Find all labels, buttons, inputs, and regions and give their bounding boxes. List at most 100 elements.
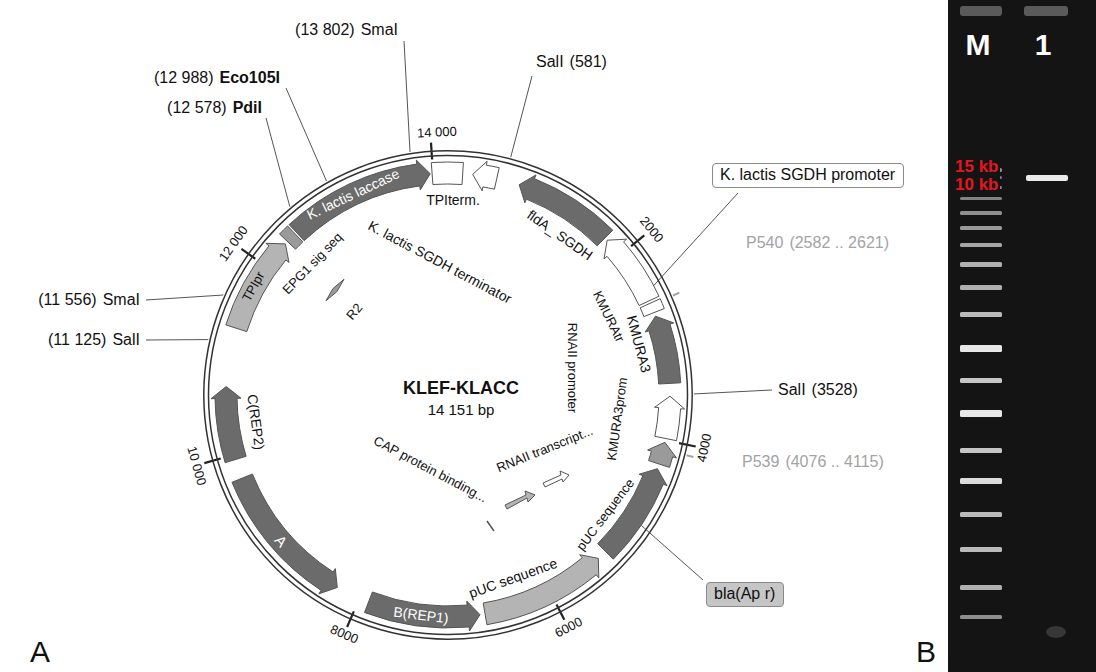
label-slot: 6000 (552, 614, 585, 641)
feature-label: RNAII transcript... (495, 424, 596, 476)
label-slot: B (916, 635, 936, 670)
feature-label: K. lactis SGDH terminator (365, 217, 514, 306)
label-slot: K. lactis SGDH terminator (365, 217, 514, 306)
site-label: (3528) (812, 381, 858, 399)
feature-label: K. lactis laccase (304, 166, 402, 223)
site-label: PdiI (233, 99, 262, 117)
label-slot: pUC sequence (467, 554, 560, 600)
label-row: (11 125) SalI (48, 331, 140, 349)
site-label: SalI (778, 381, 806, 399)
ladder-band (960, 312, 1002, 317)
callout-text: bla(Ap r) (714, 585, 775, 603)
ladder-band (960, 478, 1002, 484)
ladder-band (960, 410, 1002, 417)
label-row: (12 988)Eco105I (154, 69, 280, 87)
label-row: (12 578) PdiI (167, 99, 262, 117)
label-row: SalI (3528) (778, 381, 858, 399)
scale-number: 10 000 (183, 444, 208, 486)
callout-box: bla(Ap r) (706, 582, 784, 607)
binding-site-glyph (487, 521, 494, 531)
feature-label: RNAII promoter (565, 323, 580, 413)
feature-label: pUC sequence (467, 554, 560, 600)
label-slot: EPG1 sig seq (280, 231, 346, 299)
text-slot: KLEF-KLACC (403, 378, 519, 399)
gel-well (1024, 6, 1068, 16)
feature-label: C(REP2) (244, 393, 268, 451)
feature-label: CAP protein binding... (371, 434, 489, 506)
label-slot: fldA_ SGDH (524, 207, 596, 264)
ladder-band (960, 512, 1002, 517)
label-row: SalI(581) (536, 53, 607, 71)
panel-letter: A (30, 635, 50, 670)
feature-arrow (655, 396, 685, 441)
primer-label: P540 (746, 234, 783, 252)
leader-line (146, 295, 223, 300)
feature-arrow (604, 239, 659, 305)
leader-line (694, 390, 772, 394)
site-label: Eco105I (220, 69, 280, 87)
leader-line (286, 88, 327, 181)
label-slot: CAP protein binding... (371, 434, 489, 506)
label-slot: RNAII transcript... (495, 424, 596, 476)
ladder-band (960, 211, 1002, 215)
ladder-band (960, 615, 1002, 619)
label-slot: 4000 (694, 433, 715, 464)
transcript-glyph (505, 491, 535, 509)
scale-number: 6000 (552, 614, 585, 641)
label-slot: R2 (344, 301, 366, 323)
feature-label: TPIterm. (426, 192, 480, 208)
primer-label: (4076 .. 4115) (785, 453, 883, 471)
feature-arrow (645, 316, 681, 384)
ladder-band (960, 345, 1002, 352)
text-slot: M (966, 28, 991, 63)
ladder-band (960, 226, 1002, 230)
site-label: (12 578) (167, 99, 227, 117)
callout-box: K. lactis SGDH promoter (712, 163, 904, 188)
site-label: (11 125) (48, 331, 106, 349)
label-slot: TPIterm. (426, 192, 480, 208)
leader-line (146, 339, 208, 340)
label-slot: C(REP2) (244, 393, 268, 451)
feature-arrow (431, 162, 463, 185)
feature-label: EPG1 sig seq (280, 231, 346, 299)
primer-mark (687, 455, 694, 457)
site-label: (13 802) (295, 21, 355, 39)
site-label: SalI (536, 53, 564, 71)
site-label: SalI (112, 331, 140, 349)
feature-label: KMURA3prom (605, 376, 631, 461)
site-label: (11 556) (38, 291, 96, 309)
leader-line (654, 193, 738, 286)
feature-arrow (211, 387, 246, 463)
sample-band (1026, 175, 1068, 181)
label-row: P539 (4076 .. 4115) (742, 453, 884, 471)
primer-label: (2582 .. 2621) (789, 234, 889, 252)
label-row: (11 556)SmaI (38, 291, 140, 309)
gel-bands (948, 0, 1096, 672)
primer-label: P539 (742, 453, 779, 471)
scale-number: 12 000 (217, 223, 252, 264)
label-slot: 12 000 (217, 223, 252, 264)
plasmid-title: 14 151 bp (428, 401, 495, 418)
text-slot: 15 kb (953, 158, 1000, 175)
gel-smear (1046, 626, 1066, 638)
feature-arrow (640, 299, 664, 317)
size-marker: 15 kb (953, 158, 1000, 175)
ladder-band (960, 262, 1002, 267)
lane-label: 1 (1035, 28, 1052, 63)
promoter-glyph (543, 471, 569, 487)
feature-label: TPIpr (240, 270, 268, 305)
label-slot: RNAII promoter (565, 323, 580, 413)
label-slot: A (271, 531, 291, 550)
ladder-band (960, 197, 1002, 200)
ladder-band (960, 243, 1002, 247)
ring-line (209, 156, 688, 635)
panel-letter: B (916, 635, 936, 670)
text-slot: 1 (1035, 28, 1052, 63)
primer-label: R2 (344, 301, 366, 323)
scale-number: 4000 (694, 433, 715, 464)
label-slot: 8000 (327, 623, 359, 648)
ladder-band (960, 448, 1002, 453)
ladder-band (960, 285, 1002, 290)
label-slot: pUC sequence (574, 476, 638, 554)
